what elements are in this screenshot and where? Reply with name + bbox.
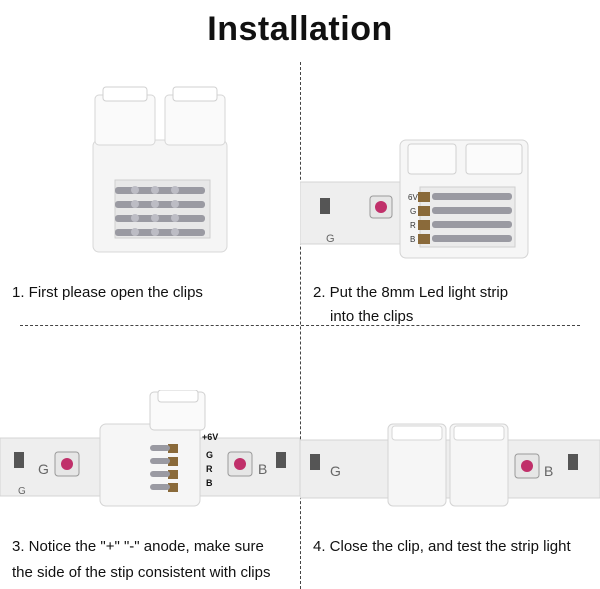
strip-label-b: B — [410, 235, 415, 244]
strip-label-r2: R — [206, 464, 213, 474]
strip-in-clip-illustration: G 6V G R B — [300, 139, 529, 259]
step-2-caption-line-2: into the clips — [330, 308, 414, 325]
strip-label-g: G — [326, 233, 335, 245]
strip-label-g6: G — [330, 463, 341, 479]
step-1-caption: 1. First please open the clips — [12, 284, 203, 301]
step-4-caption: 4. Close the clip, and test the strip li… — [313, 538, 571, 555]
page-title: Installation — [207, 10, 393, 48]
strip-label-r: R — [410, 221, 416, 230]
strip-label-6v: 6V — [408, 193, 418, 202]
closed-clip-illustration: G B — [300, 423, 600, 507]
step-3-caption-line-2: the side of the stip consistent with cli… — [12, 564, 271, 581]
step-2-caption-line-1: 2. Put the 8mm Led light strip — [313, 284, 509, 301]
strip-label-b4: B — [544, 463, 553, 479]
strip-label-b2: B — [258, 461, 267, 477]
strip-label-plus6v: +6V — [202, 432, 218, 442]
step-3-caption-line-1: 3. Notice the "+" "-" anode, make sure — [12, 538, 264, 555]
strip-label-g3: G — [38, 461, 49, 477]
strip-label-g4: G — [18, 486, 26, 497]
open-clip-illustration — [92, 86, 228, 253]
strip-label-g2: G — [410, 207, 416, 216]
horizontal-divider — [20, 325, 580, 326]
strip-label-b3: B — [206, 478, 213, 488]
strip-label-g5: G — [206, 450, 213, 460]
polarity-illustration: G G B +6V G R B — [0, 390, 300, 507]
